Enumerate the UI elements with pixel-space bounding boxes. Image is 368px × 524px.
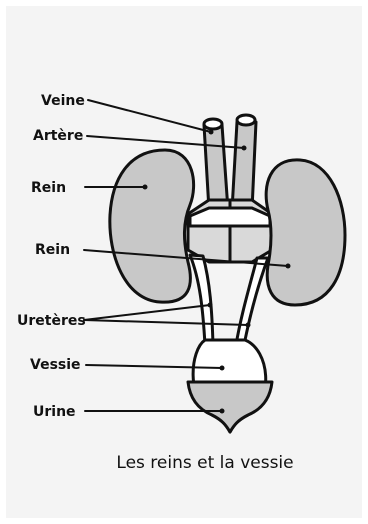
aorta-vessel xyxy=(232,122,256,210)
artery-opening xyxy=(237,115,255,125)
artere-dot xyxy=(242,146,247,151)
rein-right-dot xyxy=(286,264,291,269)
vein-opening xyxy=(204,119,222,129)
vessie-dot xyxy=(220,366,225,371)
diagram-caption: Les reins et la vessie xyxy=(116,453,293,473)
vena-cava-vessel xyxy=(204,125,228,210)
label-artere: Artère xyxy=(33,128,83,144)
label-rein-left: Rein xyxy=(31,180,66,196)
veine-dot xyxy=(209,130,214,135)
label-rein-right: Rein xyxy=(35,242,70,258)
label-urine: Urine xyxy=(33,404,76,420)
label-vessie: Vessie xyxy=(30,357,81,373)
right-kidney xyxy=(266,160,345,305)
ureteres-dot-left xyxy=(208,303,213,308)
label-ureteres: Uretères xyxy=(17,313,86,329)
label-veine: Veine xyxy=(41,93,85,109)
rein-left-dot xyxy=(143,185,148,190)
renal-vein-band xyxy=(190,208,270,226)
ureteres-dot-right xyxy=(246,323,251,328)
urine-dot xyxy=(220,409,225,414)
